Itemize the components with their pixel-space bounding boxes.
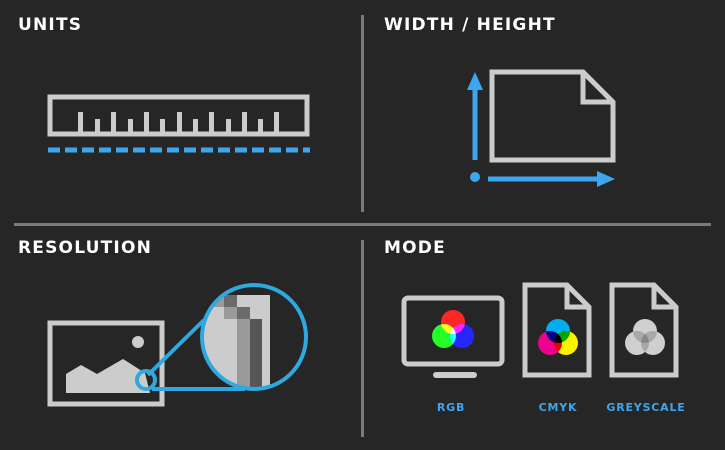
image-magnify-pixels-icon <box>47 283 308 407</box>
width-height-panel: WIDTH / HEIGHT <box>364 0 725 223</box>
mode-option-rgb[interactable]: RGB <box>400 294 512 424</box>
resolution-title: RESOLUTION <box>18 238 153 258</box>
cmyk-label: CMYK <box>538 401 578 414</box>
mode-option-cmyk[interactable]: CMYK <box>522 282 597 422</box>
rgb-label: RGB <box>436 401 466 414</box>
vertical-divider-bottom <box>361 240 364 437</box>
mode-panel: MODE RGB CMYK <box>364 226 725 450</box>
document-cmyk-icon <box>522 282 592 378</box>
mode-option-greyscale[interactable]: GREYSCALE <box>606 282 699 422</box>
greyscale-label: GREYSCALE <box>606 401 686 414</box>
units-panel: UNITS <box>0 0 361 223</box>
monitor-rgb-icon <box>401 295 505 378</box>
document-dimensions-icon <box>467 69 616 187</box>
units-title: UNITS <box>18 15 83 35</box>
horizontal-divider <box>14 223 711 226</box>
document-greyscale-icon <box>609 282 679 378</box>
resolution-panel: RESOLUTION <box>0 226 361 450</box>
ruler-icon <box>47 94 310 153</box>
width-height-title: WIDTH / HEIGHT <box>384 15 556 35</box>
vertical-divider-top <box>361 15 364 212</box>
mode-title: MODE <box>384 238 446 258</box>
